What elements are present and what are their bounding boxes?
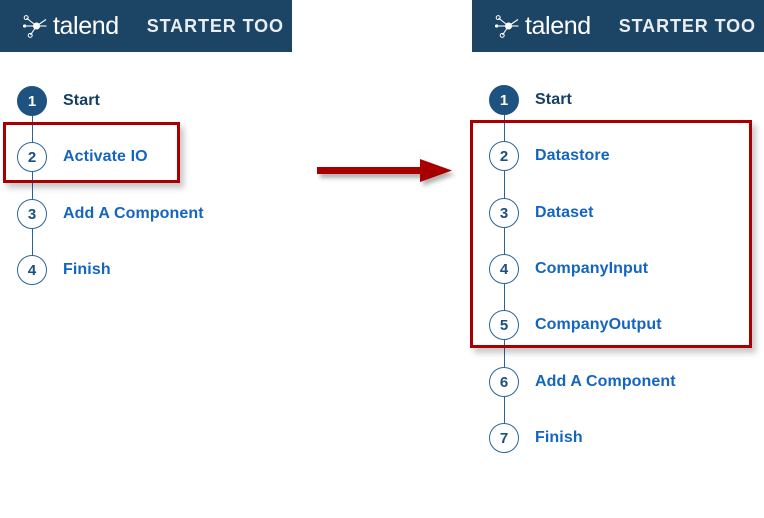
- left-logo-text: talend: [53, 11, 119, 40]
- step-item-5[interactable]: 5 CompanyOutput: [489, 308, 662, 342]
- left-header-bar: talend STARTER TOO: [0, 0, 292, 52]
- step-connector: [503, 278, 506, 326]
- step-label: CompanyOutput: [535, 316, 662, 333]
- right-header-title: STARTER TOO: [618, 15, 756, 36]
- step-label: Add A Component: [63, 205, 204, 222]
- step-item-3[interactable]: 3 Dataset: [489, 196, 594, 230]
- step-item-7[interactable]: 7 Finish: [489, 421, 583, 455]
- talend-network-nodes-icon: [23, 15, 47, 38]
- left-panel-before: talend STARTER TOO 1 Start 2 Activate IO…: [0, 0, 292, 518]
- step-number-badge: 1: [17, 86, 47, 116]
- step-connector: [31, 110, 34, 158]
- step-item-3[interactable]: 3 Add A Component: [17, 197, 204, 231]
- step-label: Dataset: [535, 204, 594, 221]
- step-number-badge: 3: [17, 199, 47, 229]
- step-label: Activate IO: [63, 148, 148, 165]
- step-connector: [503, 391, 506, 439]
- step-item-1[interactable]: 1 Start: [489, 83, 572, 117]
- step-number-badge: 1: [489, 85, 519, 115]
- step-label: Add A Component: [535, 373, 676, 390]
- right-panel-after: talend STARTER TOO 1 Start 2 Datastore 3…: [470, 0, 764, 518]
- step-connector: [31, 223, 34, 271]
- step-number-badge: 5: [489, 310, 519, 340]
- left-logo[interactable]: talend: [22, 11, 119, 41]
- step-number-badge: 3: [489, 198, 519, 228]
- step-connector: [503, 335, 506, 383]
- step-label: Finish: [535, 429, 583, 446]
- step-item-4[interactable]: 4 Finish: [17, 253, 111, 287]
- step-label: Finish: [63, 261, 111, 278]
- step-label: Datastore: [535, 147, 610, 164]
- step-number-badge: 4: [489, 254, 519, 284]
- right-logo[interactable]: talend: [494, 11, 591, 41]
- step-number-badge: 2: [489, 141, 519, 171]
- step-item-6[interactable]: 6 Add A Component: [489, 365, 676, 399]
- right-arrow-icon: [317, 159, 452, 182]
- step-number-badge: 4: [17, 255, 47, 285]
- right-header-bar: talend STARTER TOO: [472, 0, 764, 52]
- step-label: CompanyInput: [535, 260, 649, 277]
- step-number-badge: 7: [489, 423, 519, 453]
- step-connector: [31, 167, 34, 215]
- step-connector: [503, 222, 506, 270]
- step-number-badge: 6: [489, 367, 519, 397]
- step-connector: [503, 166, 506, 214]
- step-connector: [503, 109, 506, 157]
- right-logo-text: talend: [525, 11, 591, 40]
- step-item-2[interactable]: 2 Activate IO: [17, 140, 148, 174]
- step-label: Start: [63, 92, 100, 109]
- step-item-1[interactable]: 1 Start: [17, 84, 100, 118]
- step-label: Start: [535, 91, 572, 108]
- talend-network-nodes-icon: [495, 15, 519, 38]
- step-item-2[interactable]: 2 Datastore: [489, 139, 610, 173]
- step-item-4[interactable]: 4 CompanyInput: [489, 252, 648, 286]
- left-header-title: STARTER TOO: [146, 15, 284, 36]
- step-number-badge: 2: [17, 142, 47, 172]
